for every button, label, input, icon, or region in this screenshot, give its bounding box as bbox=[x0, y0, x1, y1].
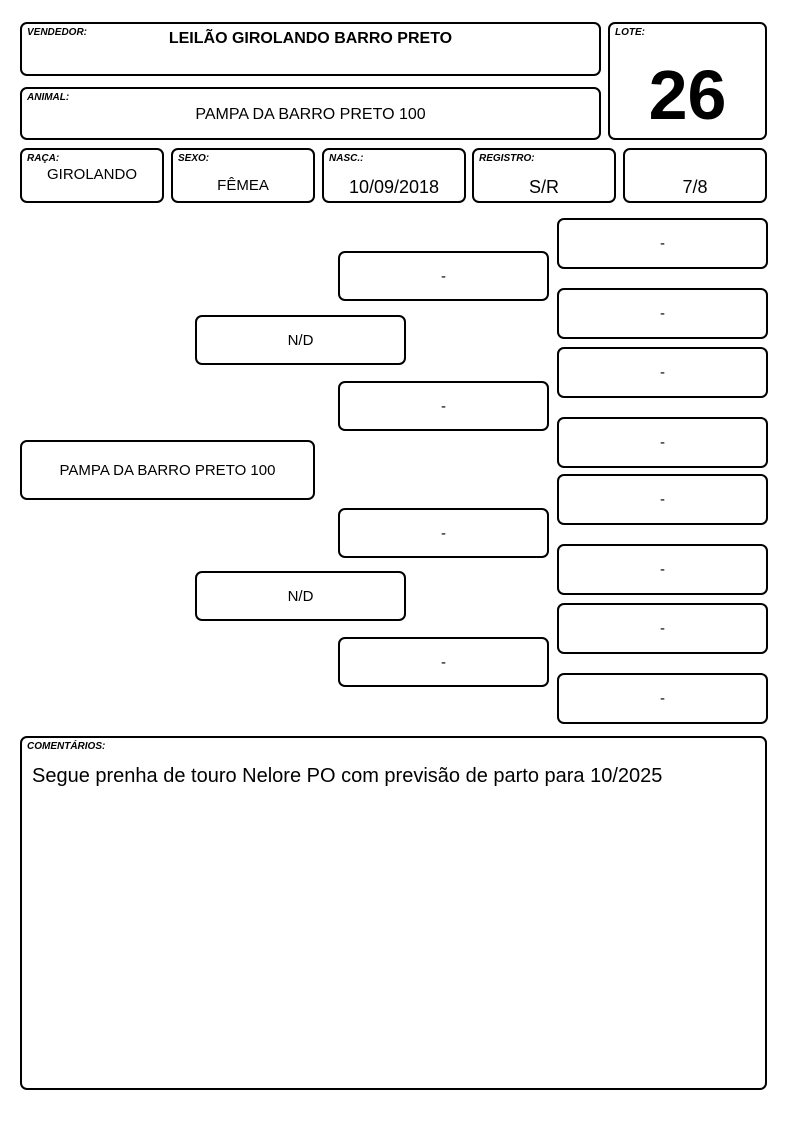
pedigree-ggp-8: - bbox=[557, 673, 768, 724]
pedigree-dam-sire-name: - bbox=[441, 524, 446, 542]
pedigree-ggp-4: - bbox=[557, 417, 768, 468]
pedigree-sire-sire-name: - bbox=[441, 267, 446, 285]
pedigree-dam-dam-name: - bbox=[441, 653, 446, 671]
animal-value: PAMPA DA BARRO PRETO 100 bbox=[195, 106, 426, 123]
pedigree-animal-name: PAMPA DA BARRO PRETO 100 bbox=[59, 461, 276, 479]
pedigree-ggp-7: - bbox=[557, 603, 768, 654]
vendedor-box: VENDEDOR: LEILÃO GIROLANDO BARRO PRETO bbox=[20, 22, 601, 76]
raca-box: RAÇA: GIROLANDO bbox=[20, 148, 164, 203]
pedigree-sire-sire: - bbox=[338, 251, 549, 301]
pedigree-sire-name: N/D bbox=[287, 331, 314, 349]
vendedor-label: VENDEDOR: bbox=[27, 27, 88, 38]
comentarios-text: Segue prenha de touro Nelore PO com prev… bbox=[32, 765, 663, 787]
pedigree-ggp-6: - bbox=[557, 544, 768, 595]
animal-label: ANIMAL: bbox=[27, 92, 70, 103]
pedigree-ggp-2-name: - bbox=[660, 305, 665, 322]
nasc-value: 10/09/2018 bbox=[348, 177, 440, 197]
pedigree-ggp-2: - bbox=[557, 288, 768, 339]
pedigree-dam-name: N/D bbox=[287, 587, 314, 605]
pedigree-dam-dam: - bbox=[338, 637, 549, 687]
raca-value: GIROLANDO bbox=[46, 166, 137, 183]
registro-value: S/R bbox=[528, 177, 559, 197]
pedigree-ggp-4-name: - bbox=[660, 434, 665, 451]
pedigree-ggp-1-name: - bbox=[660, 235, 665, 252]
pedigree-ggp-6-name: - bbox=[660, 561, 665, 578]
pedigree-ggp-8-name: - bbox=[660, 690, 665, 707]
nasc-box: NASC.: 10/09/2018 bbox=[322, 148, 466, 203]
pedigree-sire: N/D bbox=[195, 315, 406, 365]
pedigree-ggp-3: - bbox=[557, 347, 768, 398]
registro-box: REGISTRO: S/R bbox=[472, 148, 616, 203]
pedigree-dam: N/D bbox=[195, 571, 406, 621]
comentarios-label: COMENTÁRIOS: bbox=[27, 741, 106, 752]
pedigree-ggp-1: - bbox=[557, 218, 768, 269]
pedigree-animal: PAMPA DA BARRO PRETO 100 bbox=[20, 440, 315, 500]
raca-label: RAÇA: bbox=[27, 153, 60, 164]
lote-label: LOTE: bbox=[615, 27, 645, 38]
comentarios-box: COMENTÁRIOS: Segue prenha de touro Nelor… bbox=[20, 736, 767, 1090]
pedigree-ggp-7-name: - bbox=[660, 620, 665, 637]
pedigree-sire-dam-name: - bbox=[441, 397, 446, 415]
grau-value: 7/8 bbox=[682, 177, 708, 197]
sexo-box: SEXO: FÊMEA bbox=[171, 148, 315, 203]
sexo-value: FÊMEA bbox=[217, 177, 269, 194]
nasc-label: NASC.: bbox=[329, 153, 364, 164]
pedigree-ggp-5-name: - bbox=[660, 491, 665, 508]
lote-value: 26 bbox=[648, 56, 727, 134]
pedigree-sire-dam: - bbox=[338, 381, 549, 431]
pedigree-ggp-5: - bbox=[557, 474, 768, 525]
pedigree-ggp-3-name: - bbox=[660, 364, 665, 381]
sexo-label: SEXO: bbox=[178, 153, 210, 164]
animal-box: ANIMAL: PAMPA DA BARRO PRETO 100 bbox=[20, 87, 601, 140]
vendedor-value: LEILÃO GIROLANDO BARRO PRETO bbox=[168, 30, 453, 47]
registro-label: REGISTRO: bbox=[479, 153, 535, 164]
lote-box: LOTE: 26 bbox=[608, 22, 767, 140]
pedigree-dam-sire: - bbox=[338, 508, 549, 558]
grau-box: 7/8 bbox=[623, 148, 767, 203]
